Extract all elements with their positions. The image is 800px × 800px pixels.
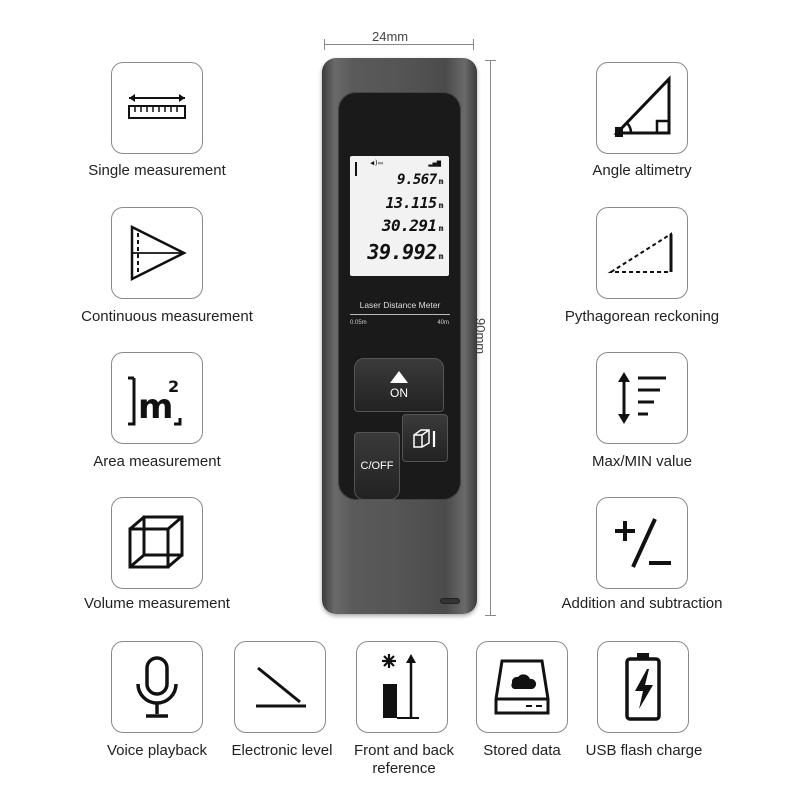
mode-button[interactable]: [402, 414, 448, 462]
ruler-icon: [111, 62, 203, 154]
feature-label-addsub: Addition and subtraction: [561, 595, 723, 612]
feature-label-voice: Voice playback: [106, 742, 208, 759]
maxmin-icon: [596, 352, 688, 444]
feature-label-reference: Front and back reference: [353, 742, 455, 777]
cube-icon: [111, 497, 203, 589]
lcd-signal-icon: ▂▄▆: [428, 159, 441, 167]
usb-port: [440, 598, 460, 604]
on-button[interactable]: ON: [354, 358, 444, 412]
feature-label-pythagorean: Pythagorean reckoning: [564, 308, 720, 325]
measure-triangle-icon: [390, 370, 408, 383]
feature-label-angle: Angle altimetry: [592, 162, 692, 179]
feature-label-area: Area measurement: [93, 453, 221, 470]
lcd-status-icons: ◀)▭: [370, 159, 383, 167]
lcd-reference-indicator: [355, 162, 360, 176]
width-dimension-line: [324, 39, 474, 50]
height-dimension-line: [485, 60, 496, 616]
storage-icon: [476, 641, 568, 733]
angle-icon: [596, 62, 688, 154]
feature-label-continuous: Continuous measurement: [81, 308, 253, 325]
microphone-icon: [111, 641, 203, 733]
brand-label: Laser Distance Meter: [359, 300, 441, 310]
on-button-label: ON: [390, 385, 408, 400]
range-max-label: 40m: [437, 320, 449, 326]
range-scale: [350, 314, 450, 318]
feature-label-stored: Stored data: [483, 742, 561, 759]
feature-label-level: Electronic level: [231, 742, 333, 759]
battery-icon: [597, 641, 689, 733]
feature-label-single: Single measurement: [88, 162, 226, 179]
feature-label-maxmin: Max/MIN value: [591, 453, 693, 470]
width-dimension-label: 24mm: [372, 29, 409, 44]
clear-off-button[interactable]: C/OFF: [354, 432, 400, 500]
plus-minus-icon: [596, 497, 688, 589]
feature-label-usb: USB flash charge: [585, 742, 703, 759]
reference-icon: [356, 641, 448, 733]
continuous-icon: [111, 207, 203, 299]
svg-text:m: m: [138, 387, 173, 427]
svg-text:2: 2: [168, 377, 179, 396]
level-icon: [234, 641, 326, 733]
feature-label-volume: Volume measurement: [84, 595, 230, 612]
mode-cube-icon: [413, 429, 436, 448]
range-min-label: 0.05m: [350, 320, 367, 326]
triangle-icon: [596, 207, 688, 299]
